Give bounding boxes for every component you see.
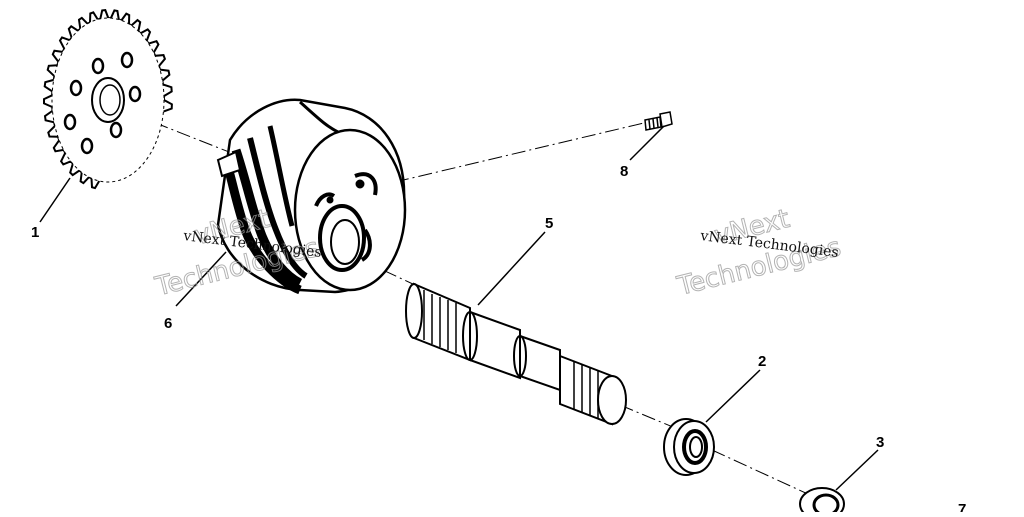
leader-1	[39, 177, 71, 223]
leader-2	[705, 369, 761, 423]
splined-shaft-part-5	[405, 282, 627, 426]
leader-5	[477, 231, 546, 306]
callout-1: 1	[31, 224, 39, 241]
callout-6: 6	[164, 315, 172, 332]
callout-2: 2	[758, 353, 766, 370]
sprocket-part-1	[43, 9, 173, 190]
leader-lines	[39, 125, 879, 491]
callout-8: 8	[620, 163, 628, 180]
callout-3: 3	[876, 434, 884, 451]
sprocket-teeth-outline	[43, 9, 173, 190]
callout-5: 5	[545, 215, 553, 232]
seal-part-3	[799, 487, 845, 517]
rotor-housing-part-6	[216, 98, 407, 295]
leader-8	[629, 125, 665, 161]
leader-3	[835, 449, 879, 491]
leader-6	[175, 251, 227, 307]
bearing-part-2	[663, 418, 715, 476]
callout-7: 7	[958, 501, 966, 512]
bolt-part-8	[644, 111, 673, 131]
